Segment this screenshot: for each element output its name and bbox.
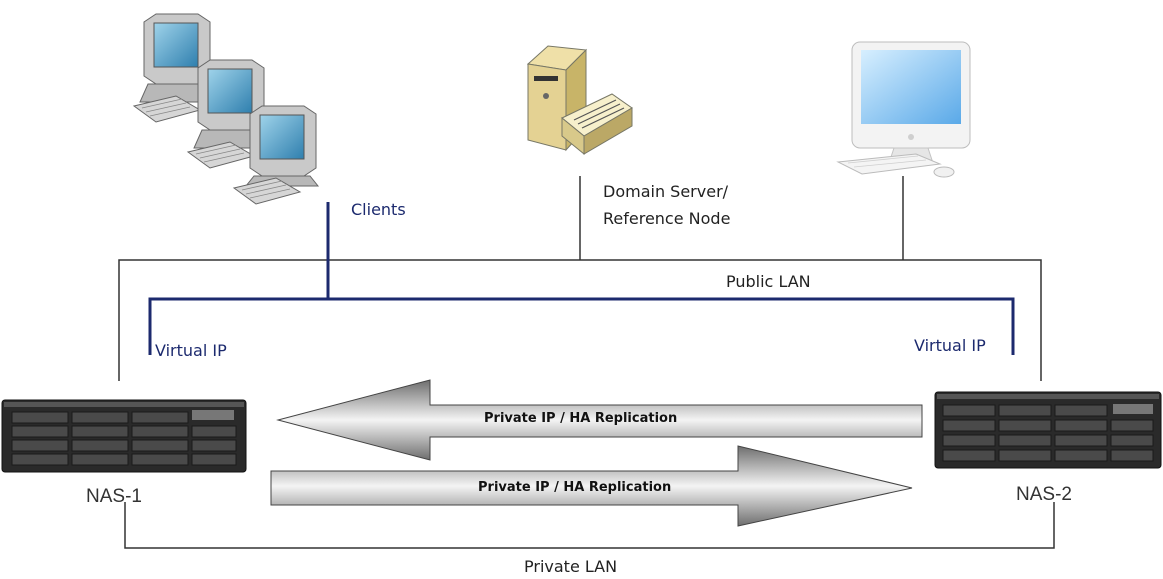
nas-1-label: NAS-1 xyxy=(86,486,142,507)
clients-computers-icon xyxy=(132,13,320,205)
virtual-ip-right-label: Virtual IP xyxy=(914,336,986,355)
private-lan-line xyxy=(124,502,1055,549)
replication-arrow-left xyxy=(276,379,923,461)
virtual-ip-line xyxy=(148,202,1015,355)
nas-2-label: NAS-2 xyxy=(1016,484,1072,505)
domain-server-label: Domain Server/ xyxy=(603,182,729,201)
replication-top-label: Private IP / HA Replication xyxy=(484,411,678,426)
public-lan-line xyxy=(118,259,1042,381)
workstation-icon xyxy=(836,41,971,178)
domain-server-icon xyxy=(526,45,633,156)
clients-label: Clients xyxy=(351,200,406,219)
public-lan-label: Public LAN xyxy=(726,272,811,291)
reference-node-label: Reference Node xyxy=(603,209,731,228)
replication-arrow-right xyxy=(270,445,913,527)
nas-1-icon xyxy=(1,399,247,473)
virtual-ip-left-label: Virtual IP xyxy=(155,341,227,360)
nas-2-icon xyxy=(934,391,1162,469)
private-lan-label: Private LAN xyxy=(524,557,618,576)
replication-bottom-label: Private IP / HA Replication xyxy=(478,480,672,495)
